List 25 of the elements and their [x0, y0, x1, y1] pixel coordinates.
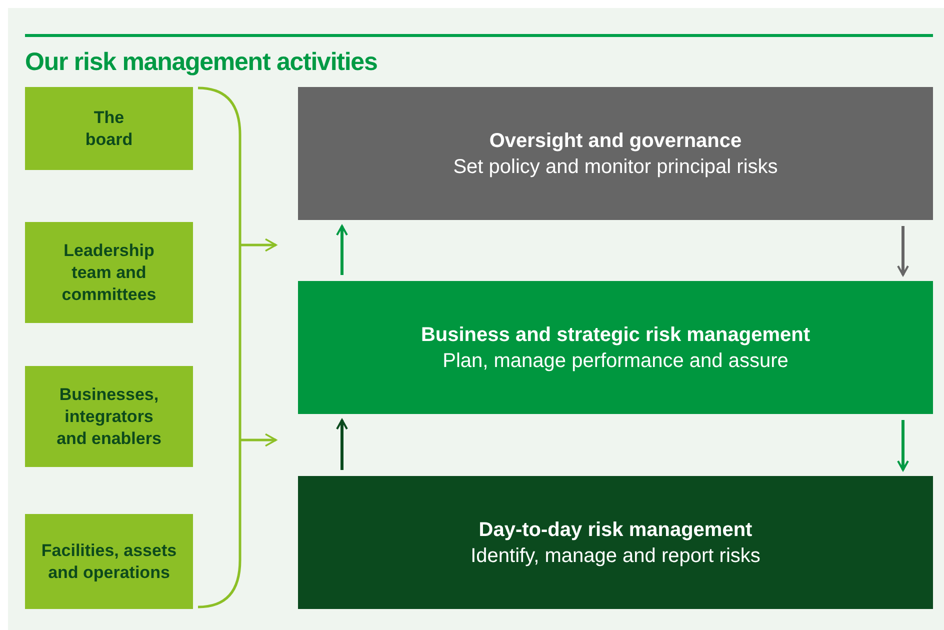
- band-heading: Business and strategic risk management: [420, 322, 810, 348]
- box-label: Facilities, assets and operations: [40, 540, 178, 584]
- band-description: Set policy and monitor principal risks: [453, 154, 778, 180]
- activity-band: [298, 476, 933, 609]
- group-box: [25, 222, 193, 323]
- band-heading: Day-to-day risk management: [478, 518, 752, 542]
- title: Our risk management activities: [25, 47, 378, 78]
- group-box: [25, 87, 193, 170]
- arrow: [241, 238, 277, 252]
- bracket: [198, 86, 242, 608]
- band-description: Plan, manage performance and assure: [442, 348, 788, 374]
- arrow: [897, 226, 909, 276]
- arrow: [241, 433, 277, 447]
- box-label: Businesses, integrators and enablers: [56, 384, 162, 450]
- box-label: The board: [84, 106, 134, 150]
- arrow: [336, 225, 348, 275]
- band-heading: Oversight and governance: [489, 128, 742, 154]
- activity-band: [298, 281, 933, 414]
- arrow: [897, 420, 909, 471]
- box-label: Leadership team and committees: [60, 240, 158, 306]
- arrow: [336, 419, 348, 470]
- group-box: [25, 366, 193, 467]
- activity-band: [298, 87, 933, 220]
- band-description: Identify, manage and report risks: [470, 544, 760, 568]
- group-box: [25, 514, 193, 609]
